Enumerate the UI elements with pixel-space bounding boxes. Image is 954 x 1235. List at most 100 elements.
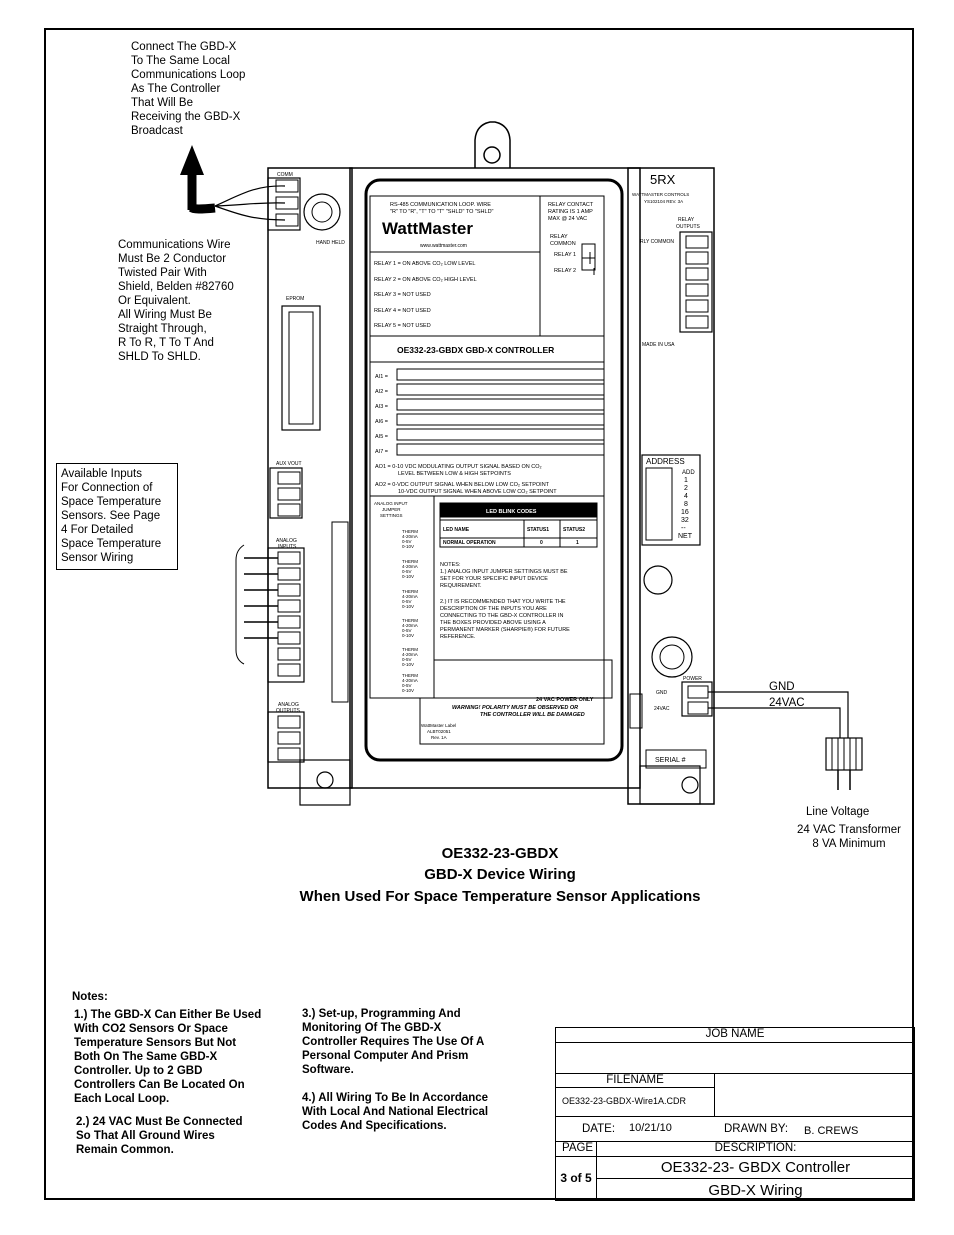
svg-text:RELAY: RELAY: [678, 217, 695, 223]
svg-text:4-20mA: 4-20mA: [402, 594, 418, 599]
title-block: JOB NAME FILENAME OE332-23-GBDX-Wire1A.C…: [555, 1027, 915, 1201]
svg-text:--: --: [681, 525, 686, 532]
svg-text:0-5V: 0-5V: [402, 569, 412, 574]
svg-text:4-20mA: 4-20mA: [402, 652, 418, 657]
date-row: DATE: 10/21/10 DRAWN BY: B. CREWS: [555, 1116, 915, 1142]
drawing-frame: [44, 28, 914, 1200]
svg-text:RELAY 1 = ON ABOVE CO₂ LOW LEV: RELAY 1 = ON ABOVE CO₂ LOW LEVEL: [374, 261, 475, 267]
gnd-label: GND: [769, 681, 795, 693]
svg-text:RELAY CONTACT: RELAY CONTACT: [548, 202, 594, 208]
drawn-by-label: DRAWN BY:: [724, 1123, 789, 1135]
svg-text:NOTES:: NOTES:: [440, 562, 461, 568]
svg-text:2.) IT IS RECOMMENDED THAT YOU: 2.) IT IS RECOMMENDED THAT YOU WRITE THE: [440, 599, 566, 605]
description-label: DESCRIPTION:: [596, 1141, 915, 1157]
svg-text:STATUS1: STATUS1: [527, 527, 549, 533]
svg-text:0: 0: [540, 540, 543, 546]
connect-loop-note: Connect The GBD-X To The Same Local Comm…: [131, 41, 246, 137]
svg-text:STATUS2: STATUS2: [563, 527, 585, 533]
svg-text:0-5V: 0-5V: [402, 628, 412, 633]
title-line-3: When Used For Space Temperature Sensor A…: [299, 888, 701, 905]
comm-wire-note: Communications Wire Must Be 2 Conductor …: [118, 239, 234, 363]
svg-text:RELAY 4 = NOT USED: RELAY 4 = NOT USED: [374, 308, 431, 314]
svg-text:4: 4: [684, 493, 688, 500]
svg-text:THERM: THERM: [402, 647, 418, 652]
svg-text:0-10V: 0-10V: [402, 604, 414, 609]
drawn-by-value: B. CREWS: [804, 1125, 859, 1137]
svg-text:YS102104 REV. 3A: YS102104 REV. 3A: [644, 199, 683, 204]
title-line-2: GBD-X Device Wiring: [424, 866, 576, 883]
svg-text:POWER: POWER: [683, 676, 702, 682]
svg-text:0-5V: 0-5V: [402, 599, 412, 604]
filename-side-field: [714, 1073, 915, 1117]
svg-text:SERIAL #: SERIAL #: [655, 757, 686, 764]
svg-text:0-5V: 0-5V: [402, 683, 412, 688]
svg-text:LEVEL BETWEEN LOW & HIGH SETPO: LEVEL BETWEEN LOW & HIGH SETPOINTS: [398, 471, 511, 477]
svg-text:4-20mA: 4-20mA: [402, 564, 418, 569]
svg-text:HAND HELD: HAND HELD: [316, 240, 345, 246]
svg-text:0-10V: 0-10V: [402, 544, 414, 549]
description-line-1: OE332-23- GBDX Controller: [596, 1156, 915, 1179]
svg-text:LED NAME: LED NAME: [443, 527, 470, 533]
svg-text:ANALOG: ANALOG: [278, 702, 299, 708]
svg-text:AI5 =: AI5 =: [375, 434, 388, 440]
svg-text:32: 32: [681, 517, 689, 524]
date-value: 10/21/10: [629, 1122, 672, 1134]
svg-text:RELAY: RELAY: [550, 234, 568, 240]
svg-text:MAX @ 24 VAC: MAX @ 24 VAC: [548, 216, 587, 222]
svg-text:EPROM: EPROM: [286, 296, 304, 302]
svg-text:DESCRIPTION OF THE INPUTS YOU: DESCRIPTION OF THE INPUTS YOU ARE: [440, 606, 547, 612]
svg-text:RLY COMMON: RLY COMMON: [640, 239, 674, 245]
transformer-label: 24 VAC Transformer 8 VA Minimum: [797, 824, 901, 850]
page-label: PAGE: [555, 1141, 597, 1157]
svg-text:SETTINGS: SETTINGS: [380, 513, 403, 518]
svg-text:MADE IN USA: MADE IN USA: [642, 342, 675, 348]
svg-text:2: 2: [684, 485, 688, 492]
page-value: 3 of 5: [555, 1156, 597, 1201]
svg-text:AO1 = 0-10 VDC MODULATING OUTP: AO1 = 0-10 VDC MODULATING OUTPUT SIGNAL …: [375, 464, 542, 470]
svg-text:16: 16: [681, 509, 689, 516]
svg-text:ADD: ADD: [682, 470, 695, 476]
svg-text:REFERENCE.: REFERENCE.: [440, 634, 476, 640]
vac24-label: 24VAC: [769, 697, 805, 709]
svg-text:0-5V: 0-5V: [402, 539, 412, 544]
svg-text:THERM: THERM: [402, 559, 418, 564]
svg-text:RELAY 2: RELAY 2: [554, 268, 576, 274]
note-2: 2.) 24 VAC Must Be Connected So That All…: [76, 1116, 243, 1156]
svg-text:ADDRESS: ADDRESS: [646, 457, 685, 466]
svg-text:THE BOXES PROVIDED ABOVE USING: THE BOXES PROVIDED ABOVE USING A: [440, 620, 546, 626]
svg-text:WATTMASTER CONTROLS: WATTMASTER CONTROLS: [632, 192, 689, 197]
svg-text:24VAC: 24VAC: [654, 706, 670, 712]
svg-text:4-20mA: 4-20mA: [402, 623, 418, 628]
svg-text:1: 1: [684, 477, 688, 484]
svg-text:0-10V: 0-10V: [402, 574, 414, 579]
svg-text:PERMANENT MARKER (SHARPIE®) FO: PERMANENT MARKER (SHARPIE®) FOR FUTURE: [440, 626, 570, 633]
svg-text:THERM: THERM: [402, 589, 418, 594]
svg-text:ANALOG: ANALOG: [276, 538, 297, 544]
svg-text:CONNECTING TO THE GBD-X CONTRO: CONNECTING TO THE GBD-X CONTROLLER IN: [440, 613, 563, 619]
svg-text:ALBT02051: ALBT02051: [427, 729, 451, 734]
svg-text:REQUIREMENT.: REQUIREMENT.: [440, 583, 482, 589]
filename-value: OE332-23-GBDX-Wire1A.CDR: [555, 1087, 715, 1117]
svg-text:AI2 =: AI2 =: [375, 389, 388, 395]
svg-text:WARNING! POLARITY MUST BE OBSE: WARNING! POLARITY MUST BE OBSERVED OR: [452, 705, 578, 711]
svg-text:0-10V: 0-10V: [402, 688, 414, 693]
title-line-1: OE332-23-GBDX: [441, 845, 559, 862]
job-name-field: [555, 1042, 915, 1074]
svg-text:24 VAC POWER ONLY: 24 VAC POWER ONLY: [536, 697, 594, 703]
svg-text:1: 1: [576, 540, 579, 546]
svg-text:GND: GND: [656, 690, 668, 696]
note-3: 3.) Set-up, Programming And Monitoring O…: [302, 1008, 485, 1076]
svg-text:Rev. 1A: Rev. 1A: [431, 735, 447, 740]
svg-text:JUMPER: JUMPER: [382, 507, 401, 512]
svg-text:5RX: 5RX: [650, 172, 676, 187]
svg-text:WattMaster: WattMaster: [382, 219, 473, 238]
svg-text:NORMAL OPERATION: NORMAL OPERATION: [443, 540, 496, 546]
svg-text:0-10V: 0-10V: [402, 662, 414, 667]
svg-text:8: 8: [684, 501, 688, 508]
available-inputs-note: Available Inputs For Connection of Space…: [56, 463, 178, 570]
svg-text:COMMON: COMMON: [550, 241, 576, 247]
svg-text:AI1 =: AI1 =: [375, 374, 388, 380]
svg-text:THERM: THERM: [402, 673, 418, 678]
svg-text:0-5V: 0-5V: [402, 657, 412, 662]
